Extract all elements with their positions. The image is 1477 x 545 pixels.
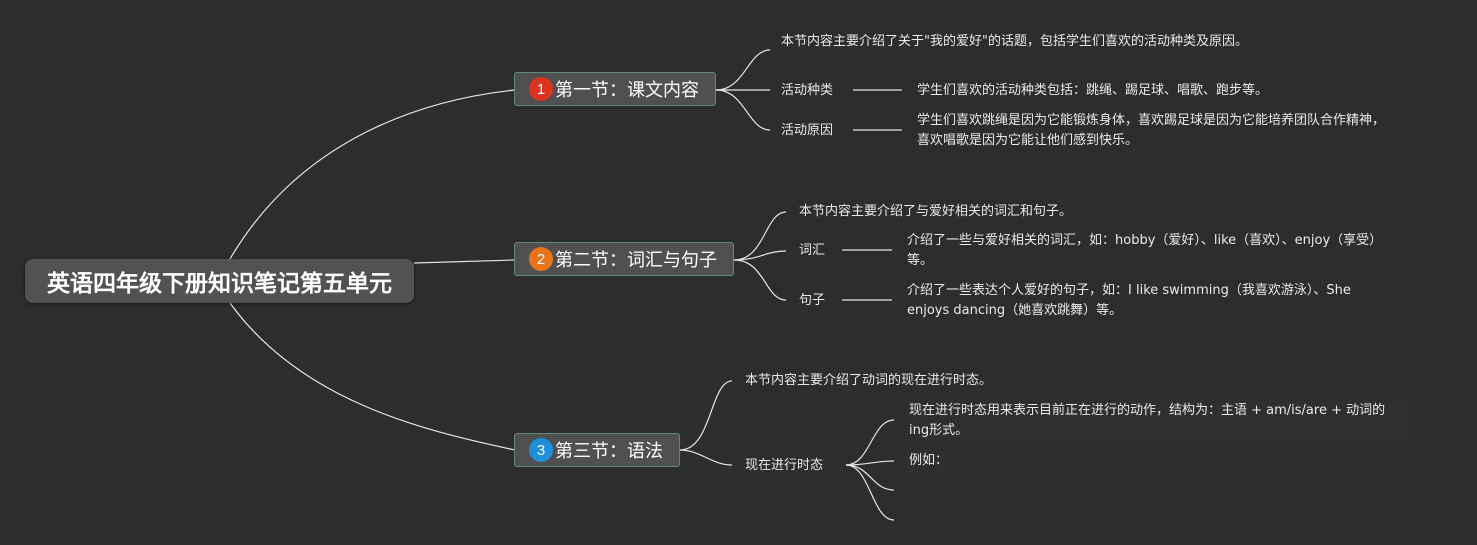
root-to-section-3 — [229, 302, 516, 451]
section-1-item-1-label: 活动种类 — [781, 83, 834, 98]
section-2-item-1-detail: 介绍了一些与爱好相关的词汇，如：hobby（爱好）、like（喜欢）、enjoy… — [907, 233, 1383, 268]
tense-sub-3 — [845, 464, 895, 491]
tense-sub-2-text: 例如： — [906, 450, 952, 472]
section-3-item-1-label: 现在进行时态 — [745, 458, 824, 473]
section-3-node[interactable]: 3 第三节：语法 — [514, 433, 680, 467]
section-3-title: 第三节：语法 — [555, 441, 663, 462]
section-3-summary: 本节内容主要介绍了动词的现在进行时态。 — [745, 373, 993, 388]
root-to-section-1 — [229, 89, 516, 260]
section-1-node[interactable]: 1 第一节：课文内容 — [514, 72, 716, 106]
section-1-number-badge: 1 — [529, 77, 553, 101]
tense-sub-4 — [845, 464, 895, 521]
root-topic[interactable]: 英语四年级下册知识笔记第五单元 — [25, 259, 414, 303]
s2-to-item2 — [733, 259, 787, 301]
section-1-item-1-detail: 学生们喜欢的活动种类包括：跳绳、踢足球、唱歌、跑步等。 — [917, 83, 1269, 98]
tense-sub-1 — [845, 419, 895, 466]
tense-sub-1-text: 现在进行时态用来表示目前正在进行的动作，结构为：主语 + am/is/are +… — [906, 400, 1408, 442]
section-1-item-2-detail: 学生们喜欢跳绳是因为它能锻炼身体，喜欢踢足球是因为它能培养团队合作精神，喜欢唱歌… — [917, 113, 1386, 148]
section-1-summary: 本节内容主要介绍了关于"我的爱好"的话题，包括学生们喜欢的活动种类及原因。 — [781, 34, 1248, 49]
section-2-summary: 本节内容主要介绍了与爱好相关的词汇和句子。 — [799, 204, 1073, 219]
section-2-number-badge: 2 — [529, 247, 553, 271]
section-2-item-2-label: 句子 — [799, 293, 826, 308]
s2-to-item1 — [733, 250, 787, 261]
s3-to-summary — [679, 380, 733, 451]
section-2-node[interactable]: 2 第二节：词汇与句子 — [514, 242, 734, 276]
section-3-number-badge: 3 — [529, 438, 553, 462]
section-2-item-2-detail: 介绍了一些表达个人爱好的句子，如：I like swimming（我喜欢游泳）、… — [907, 283, 1351, 318]
section-1-title: 第一节：课文内容 — [555, 80, 699, 101]
s3-to-item1 — [679, 449, 733, 466]
s2-to-summary — [733, 211, 787, 261]
s1-to-item2 — [715, 89, 771, 131]
section-2-item-1-label: 词汇 — [799, 243, 826, 258]
section-1-item-2-label: 活动原因 — [781, 123, 834, 138]
root-to-section-2 — [413, 259, 516, 264]
section-2-title: 第二节：词汇与句子 — [555, 250, 717, 271]
root-title: 英语四年级下册知识笔记第五单元 — [47, 271, 392, 297]
s1-to-summary — [715, 49, 771, 91]
